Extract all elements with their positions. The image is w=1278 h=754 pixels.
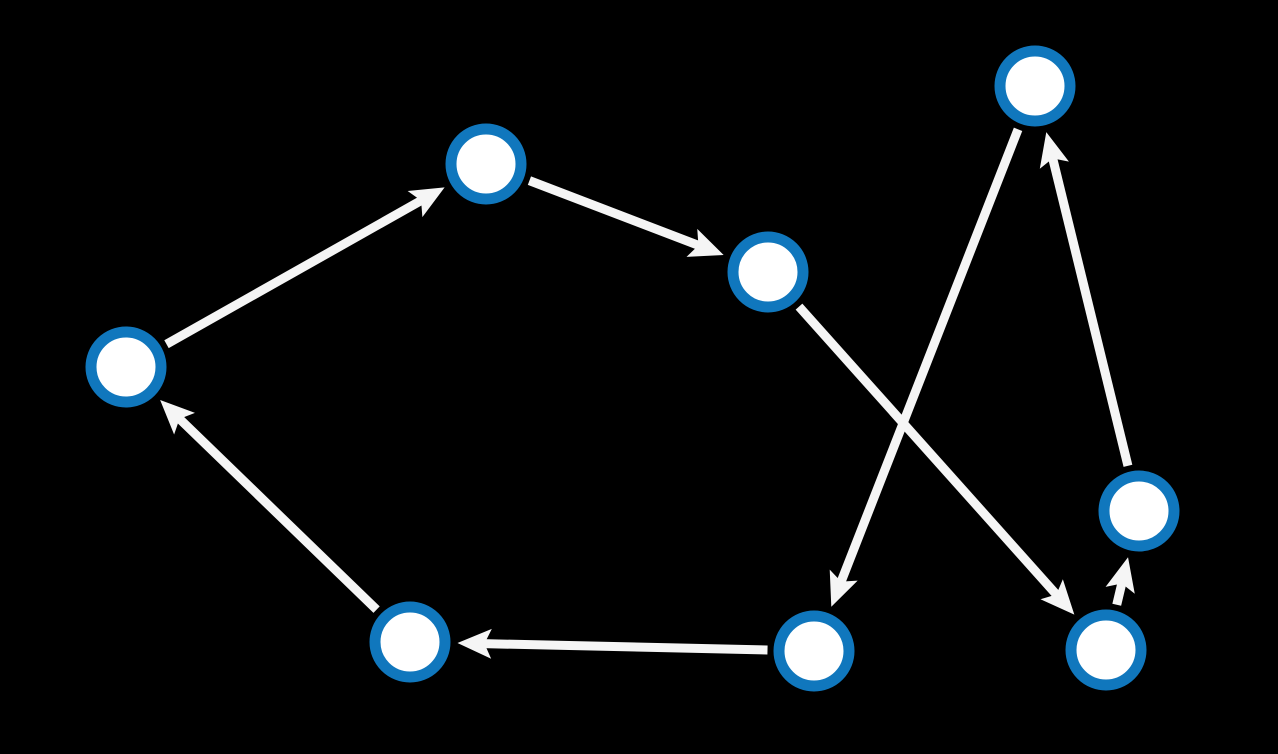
node-circle bbox=[773, 610, 855, 692]
graph-node[interactable] bbox=[445, 123, 527, 205]
node-layer bbox=[85, 45, 1180, 692]
edge-arrowhead bbox=[686, 228, 724, 257]
node-circle bbox=[85, 326, 167, 408]
graph-edge[interactable] bbox=[1105, 557, 1135, 606]
graph-node[interactable] bbox=[727, 231, 809, 313]
edge-line bbox=[527, 176, 701, 250]
edge-layer bbox=[160, 127, 1135, 659]
edge-arrowhead bbox=[407, 187, 445, 218]
graph-node[interactable] bbox=[369, 601, 451, 683]
node-circle bbox=[727, 231, 809, 313]
edge-line bbox=[175, 414, 380, 613]
edge-line bbox=[836, 127, 1023, 585]
edge-arrowhead bbox=[1105, 557, 1135, 594]
graph-node[interactable] bbox=[1098, 470, 1180, 552]
edge-arrowhead bbox=[457, 628, 492, 659]
node-circle bbox=[1098, 470, 1180, 552]
graph-edge[interactable] bbox=[1039, 132, 1133, 467]
edge-arrowhead bbox=[829, 569, 858, 607]
graph-node[interactable] bbox=[1065, 609, 1147, 691]
edge-line bbox=[164, 196, 425, 349]
edge-line bbox=[483, 639, 768, 655]
edge-line bbox=[795, 303, 1061, 599]
graph-edge[interactable] bbox=[164, 187, 445, 349]
graph-edge[interactable] bbox=[829, 127, 1023, 607]
edge-arrowhead bbox=[1040, 579, 1075, 615]
edge-arrowhead bbox=[1039, 132, 1069, 169]
graph-node[interactable] bbox=[85, 326, 167, 408]
edge-arrowhead bbox=[160, 400, 195, 435]
graph-edge[interactable] bbox=[795, 303, 1075, 615]
node-circle bbox=[369, 601, 451, 683]
graph-edge[interactable] bbox=[457, 628, 768, 659]
node-circle bbox=[994, 45, 1076, 127]
edge-line bbox=[1048, 156, 1133, 467]
graph-node[interactable] bbox=[773, 610, 855, 692]
edge-line bbox=[1112, 581, 1127, 606]
node-circle bbox=[445, 123, 527, 205]
graph-edge[interactable] bbox=[160, 400, 380, 613]
graph-node[interactable] bbox=[994, 45, 1076, 127]
graph-edge[interactable] bbox=[527, 176, 724, 257]
node-circle bbox=[1065, 609, 1147, 691]
